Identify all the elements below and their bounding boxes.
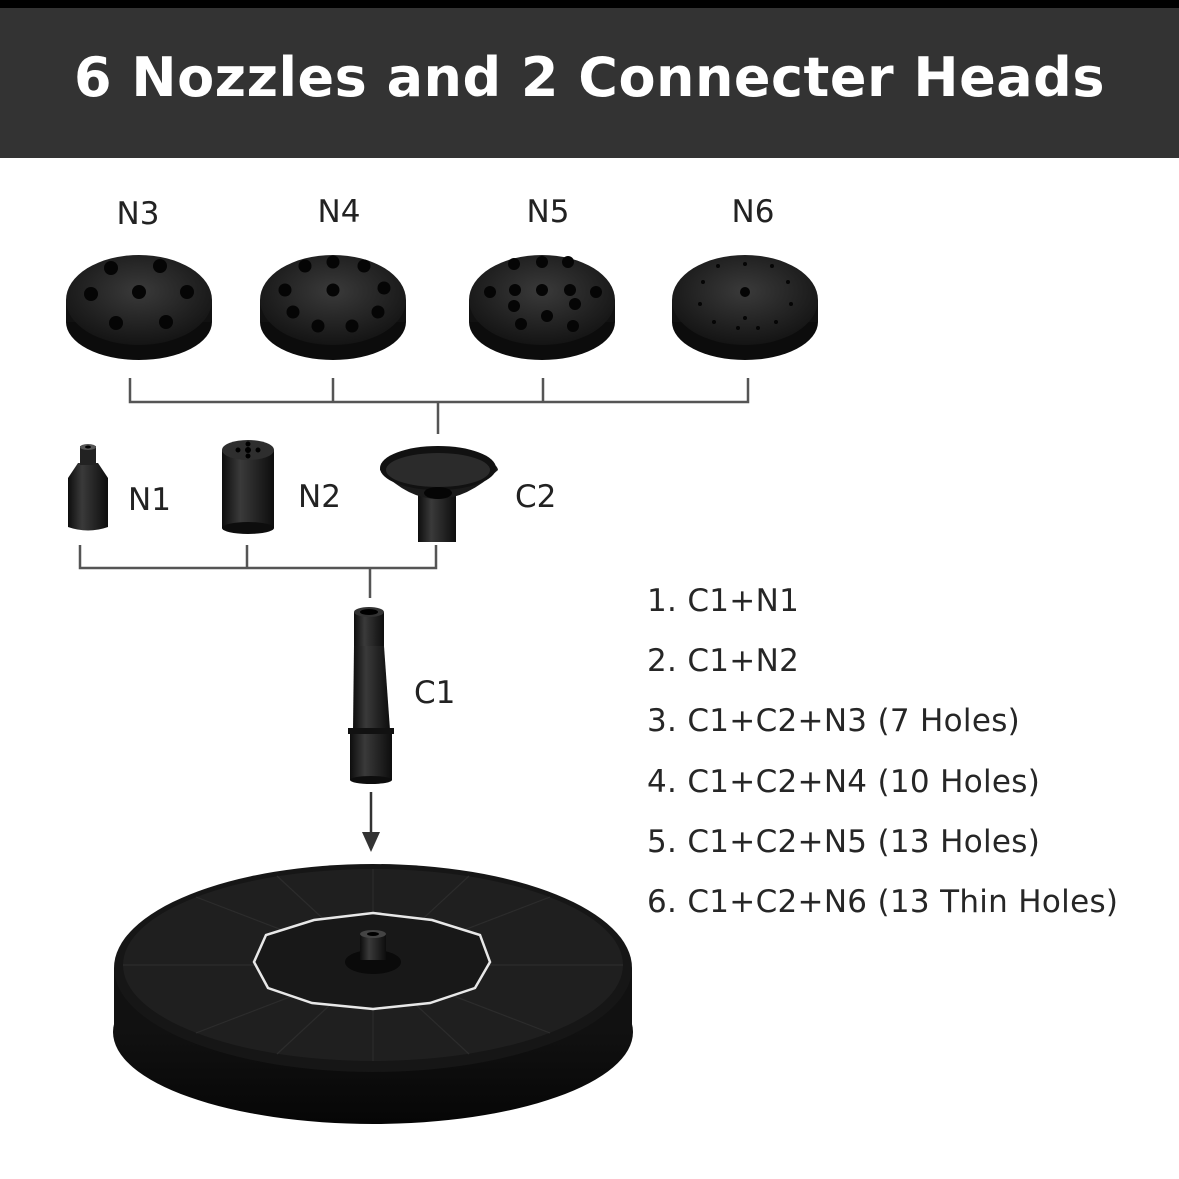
combination-item: 1. C1+N1 — [647, 583, 800, 619]
n4-holes — [278, 255, 391, 333]
page-title: 6 Nozzles and 2 Connecter Heads — [74, 46, 1105, 109]
down-arrow — [362, 792, 380, 852]
n6-holes — [698, 262, 793, 330]
n3-nozzle — [66, 255, 212, 360]
n2-nozzle — [222, 440, 274, 534]
n1-label: N1 — [128, 482, 171, 518]
upper-bracket — [128, 378, 750, 434]
n4-label: N4 — [318, 194, 361, 230]
combination-item: 3. C1+C2+N3 (7 Holes) — [647, 703, 1021, 740]
c2-connector — [380, 446, 498, 542]
c1-label: C1 — [414, 675, 455, 711]
combination-item: 4. C1+C2+N4 (10 Holes) — [647, 763, 1041, 800]
solar-fountain-base — [113, 864, 633, 1124]
n4-nozzle — [260, 255, 406, 360]
n5-label: N5 — [527, 194, 570, 230]
combination-item: 6. C1+C2+N6 (13 Thin Holes) — [647, 883, 1119, 920]
combination-item: 2. C1+N2 — [647, 643, 800, 680]
combination-item: 5. C1+C2+N5 (13 Holes) — [647, 823, 1041, 860]
c2-label: C2 — [515, 479, 556, 515]
n5-nozzle — [469, 255, 615, 360]
lower-bracket — [78, 545, 438, 598]
title-banner: 6 Nozzles and 2 Connecter Heads — [0, 0, 1179, 158]
n2-label: N2 — [298, 479, 341, 515]
n1-nozzle — [68, 444, 108, 531]
c1-connector — [348, 607, 394, 784]
combination-list: 1. C1+N1 2. C1+N2 3. C1+C2+N3 (7 Holes) … — [647, 578, 1118, 939]
n3-holes — [84, 259, 194, 330]
n6-label: N6 — [732, 194, 775, 230]
n6-nozzle — [672, 255, 818, 360]
n5-holes — [484, 256, 602, 332]
n3-label: N3 — [117, 196, 160, 232]
